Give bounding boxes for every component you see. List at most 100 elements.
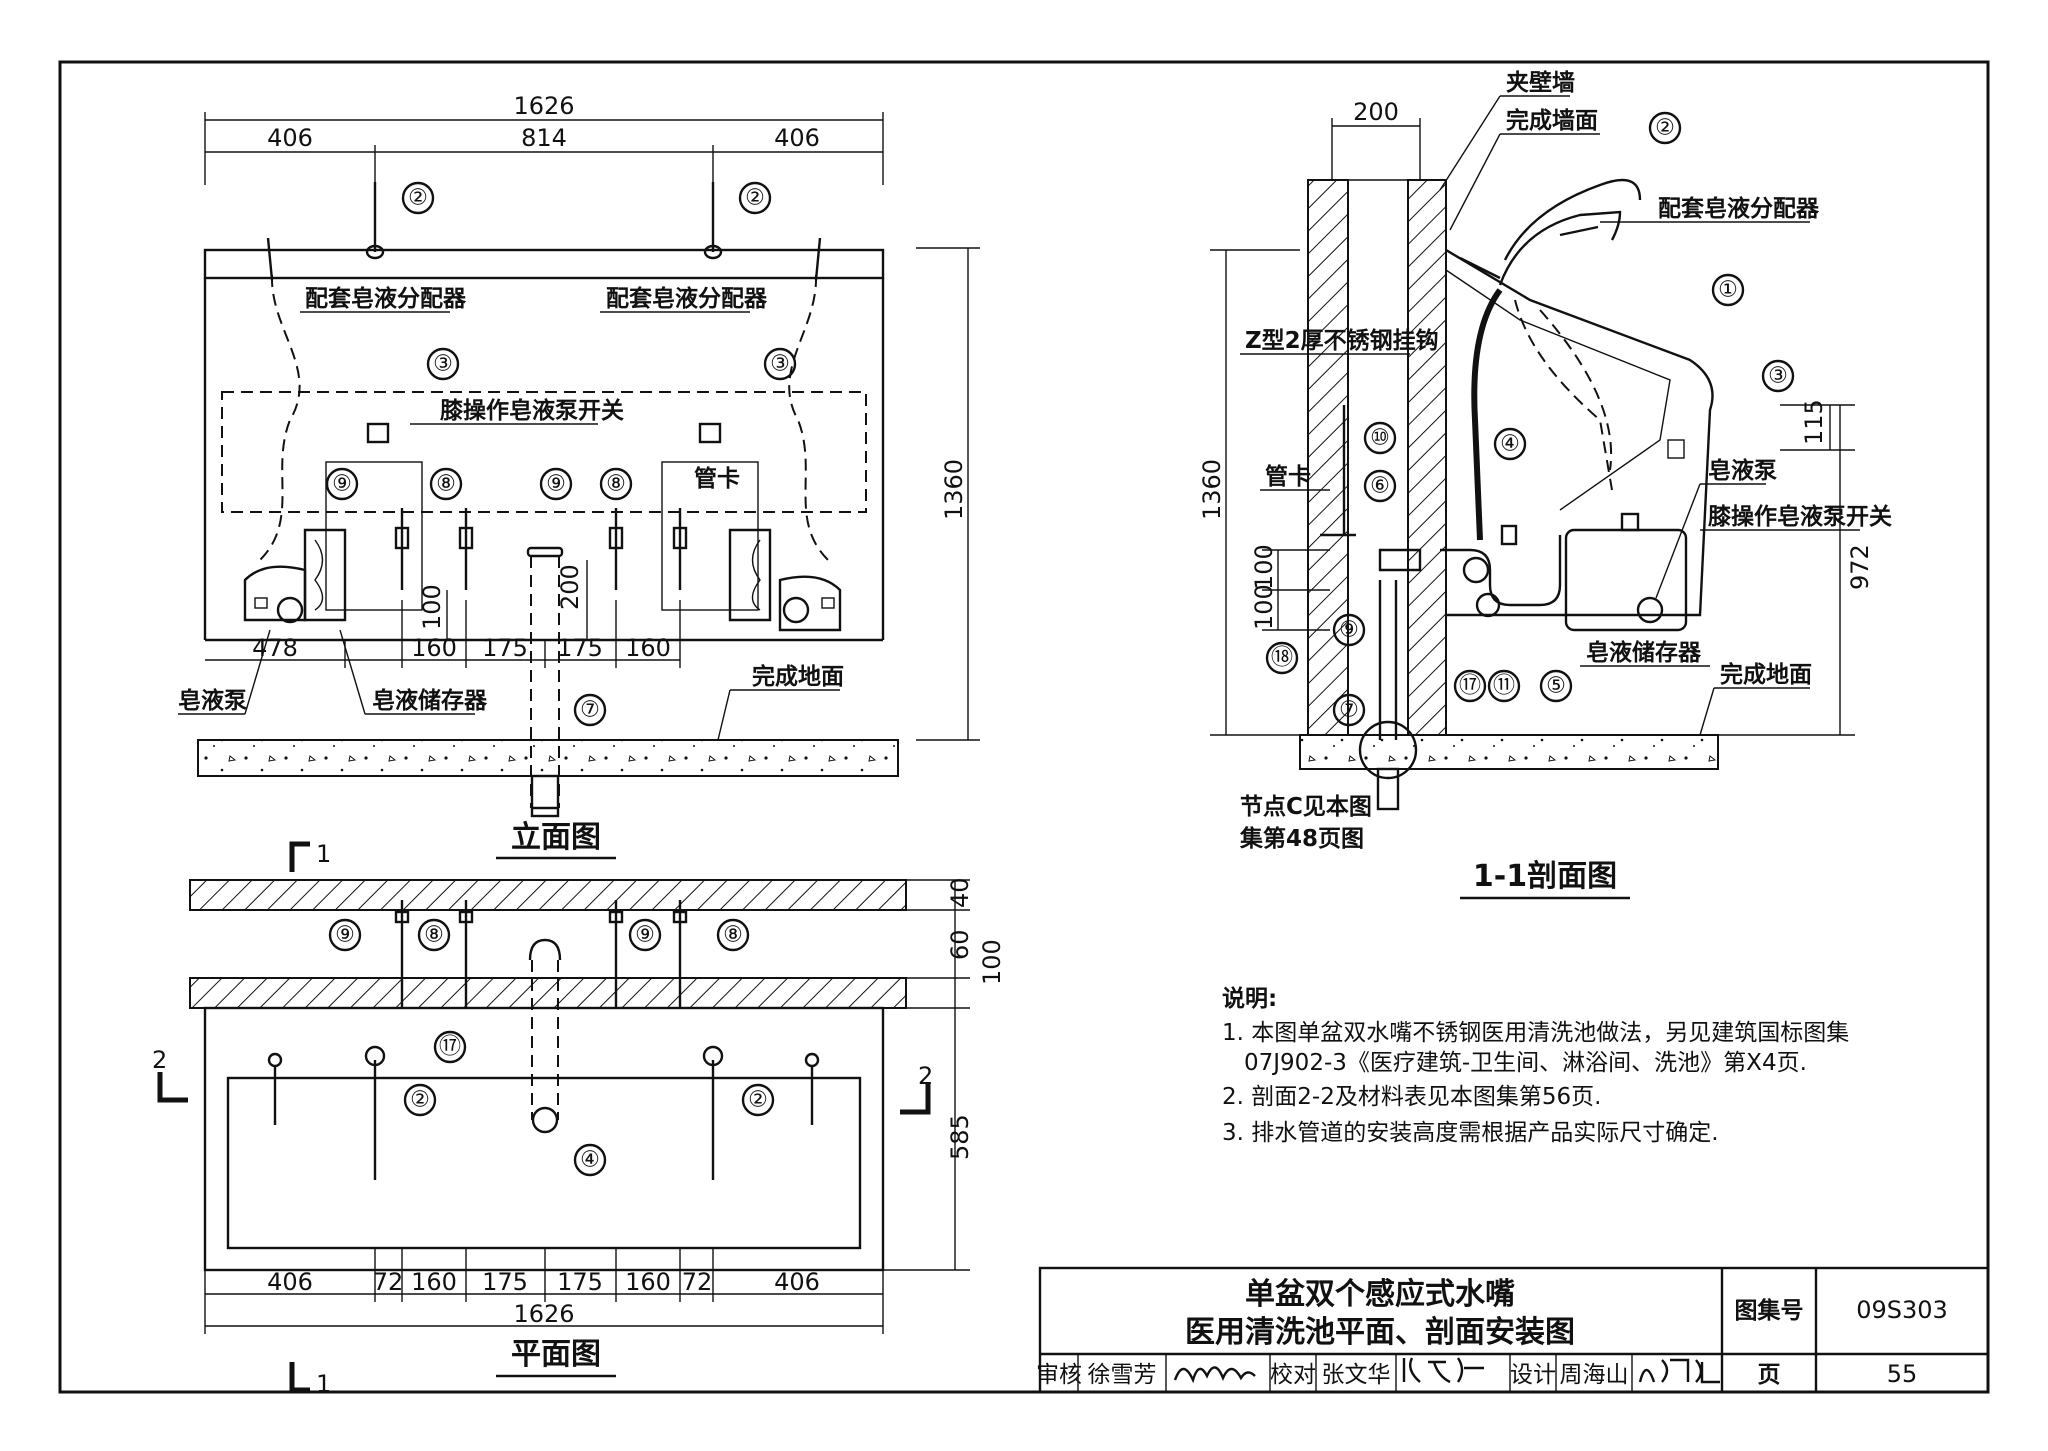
checker-name: 张文华 [1322, 1362, 1391, 1388]
plan-dim-100: 100 [978, 939, 1006, 985]
callout-9: ⑨ [635, 923, 655, 948]
callout-9: ⑨ [335, 923, 355, 948]
callout-3: ③ [770, 352, 790, 377]
plan-dim-585: 585 [946, 1114, 974, 1160]
elev-dim-right: 406 [774, 124, 820, 152]
reviewer-signature [1173, 1366, 1256, 1384]
plan-dim-60: 60 [946, 929, 974, 960]
review-label: 审核 [1036, 1362, 1082, 1388]
section-label-soap-dispenser: 配套皂液分配器 [1658, 195, 1820, 222]
plan-valves [394, 900, 688, 1008]
page-number: 55 [1887, 1360, 1918, 1388]
atlas-number: 09S303 [1856, 1296, 1948, 1324]
section-mark-2-right: 2 [918, 1062, 933, 1090]
plan-dim-72a: 72 [373, 1268, 404, 1296]
sheet-border [58, 60, 1990, 1394]
section-dim-115: 115 [1800, 399, 1828, 445]
section-mark-2-left: 2 [152, 1046, 167, 1074]
elev-knee-switch-left [366, 422, 390, 444]
callout-8: ⑧ [436, 472, 456, 497]
elev-dim-left: 406 [267, 124, 313, 152]
elev-label-soap-pump: 皂液泵 [178, 687, 247, 714]
section-sink-body [1445, 248, 1714, 617]
elev-dim-175b: 175 [557, 634, 603, 662]
section-label-knee-switch: 膝操作皂液泵开关 [1708, 503, 1892, 530]
elev-label-dispenser-left: 配套皂液分配器 [305, 285, 467, 312]
elev-dim-160a: 160 [411, 634, 457, 662]
section-dim-1360: 1360 [1198, 459, 1226, 520]
plan-wall-back [189, 879, 907, 911]
plan-dim-total: 1626 [513, 1300, 574, 1328]
plan-dim-160b: 160 [625, 1268, 671, 1296]
elev-label-dispenser-right: 配套皂液分配器 [606, 285, 768, 312]
section-mark-1-bottom: 1 [316, 1370, 331, 1398]
callout-3: ③ [433, 352, 453, 377]
callout-2: ② [1655, 116, 1675, 141]
atlas-label: 图集号 [1735, 1297, 1804, 1324]
callout-2: ② [410, 1088, 430, 1113]
plan-sink-outer [203, 1006, 885, 1272]
section-label-soap-storage: 皂液储存器 [1586, 639, 1702, 666]
page-label: 页 [1758, 1362, 1781, 1388]
section-label-pipe-clamp: 管卡 [1265, 463, 1311, 490]
section-floor-slab [1299, 734, 1719, 770]
sheet-title-line2: 医用清洗池平面、剖面安装图 [1185, 1315, 1575, 1350]
section-wall [1407, 179, 1447, 736]
section-label-z-hook: Z型2厚不锈钢挂钩 [1245, 327, 1439, 354]
callout-9: ⑨ [1339, 618, 1359, 643]
callout-17: ⑰ [439, 1035, 461, 1060]
section-dim-200: 200 [1353, 98, 1399, 126]
callout-17: ⑰ [1459, 674, 1481, 699]
elev-dim-160b: 160 [625, 634, 671, 662]
plan-dim-72b: 72 [682, 1268, 713, 1296]
callout-7: ⑦ [580, 698, 600, 723]
notes-item-1b: 07J902-3《医疗建筑-卫生间、淋浴间、洗池》第X4页. [1244, 1050, 1807, 1076]
elev-dim-total: 1626 [513, 92, 574, 120]
callout-5: ⑤ [1546, 674, 1566, 699]
notes-heading: 说明: [1222, 985, 1277, 1012]
elev-basin-hidden [221, 391, 867, 513]
elev-dim-1360: 1360 [940, 459, 968, 520]
elev-soap-storage-right [728, 528, 842, 632]
section-dim-972: 972 [1846, 544, 1874, 590]
elev-dim-100: 100 [418, 584, 446, 630]
elev-label-knee-switch: 膝操作皂液泵开关 [440, 397, 624, 424]
section-cavity-wall [1307, 179, 1349, 736]
section-label-floor: 完成地面 [1720, 661, 1812, 688]
callout-6: ⑥ [1370, 474, 1390, 499]
designer-name: 周海山 [1560, 1362, 1629, 1388]
section-title: 1-1剖面图 [1473, 859, 1617, 894]
elevation-view: 1626 406 814 406 [178, 92, 980, 860]
callout-3: ③ [1768, 364, 1788, 389]
section-label-node-c-2: 集第48页图 [1239, 825, 1364, 852]
plan-callouts: ⑨ ⑧ ⑨ ⑧ ⑰ ② ④ ② [328, 918, 775, 1177]
notes-item-3: 3. 排水管道的安装高度需根据产品实际尺寸确定. [1222, 1120, 1719, 1146]
elev-dim-478: 478 [252, 634, 298, 662]
elev-sink-rim [203, 248, 885, 280]
plan-wall-front [189, 977, 907, 1009]
sheet-title-line1: 单盆双个感应式水嘴 [1245, 1277, 1515, 1312]
design-label: 设计 [1510, 1362, 1556, 1388]
section-label-cavity-wall: 夹壁墙 [1506, 69, 1575, 96]
callout-8: ⑧ [723, 923, 743, 948]
callout-9: ⑨ [546, 472, 566, 497]
notes-block: 说明: 1. 本图单盆双水嘴不锈钢医用清洗池做法，另见建筑国标图集 07J902… [1222, 985, 1849, 1146]
section-mark-1-top: 1 [316, 840, 331, 868]
callout-2: ② [748, 1088, 768, 1113]
section-dim-100a: 100 [1250, 544, 1278, 590]
plan-dim-406a: 406 [267, 1268, 313, 1296]
check-label: 校对 [1270, 1362, 1316, 1388]
plan-drain [531, 1106, 559, 1134]
plan-dim-160a: 160 [411, 1268, 457, 1296]
elev-dim-175a: 175 [482, 634, 528, 662]
elev-label-pipe-clamp: 管卡 [694, 465, 740, 492]
elev-valves [394, 508, 688, 590]
plan-dim-40: 40 [946, 877, 974, 908]
section-callouts: ② ① ③ ⑩ ④ ⑥ ⑱ ⑨ ⑰ ⑪ ⑤ ⑦ [1265, 111, 1795, 727]
elevation-title: 立面图 [511, 820, 601, 855]
plan-dim-175b: 175 [557, 1268, 603, 1296]
callout-7: ⑦ [1339, 698, 1359, 723]
reviewer-name: 徐雪芳 [1088, 1362, 1157, 1388]
notes-item-2: 2. 剖面2-2及材料表见本图集第56页. [1222, 1084, 1601, 1110]
